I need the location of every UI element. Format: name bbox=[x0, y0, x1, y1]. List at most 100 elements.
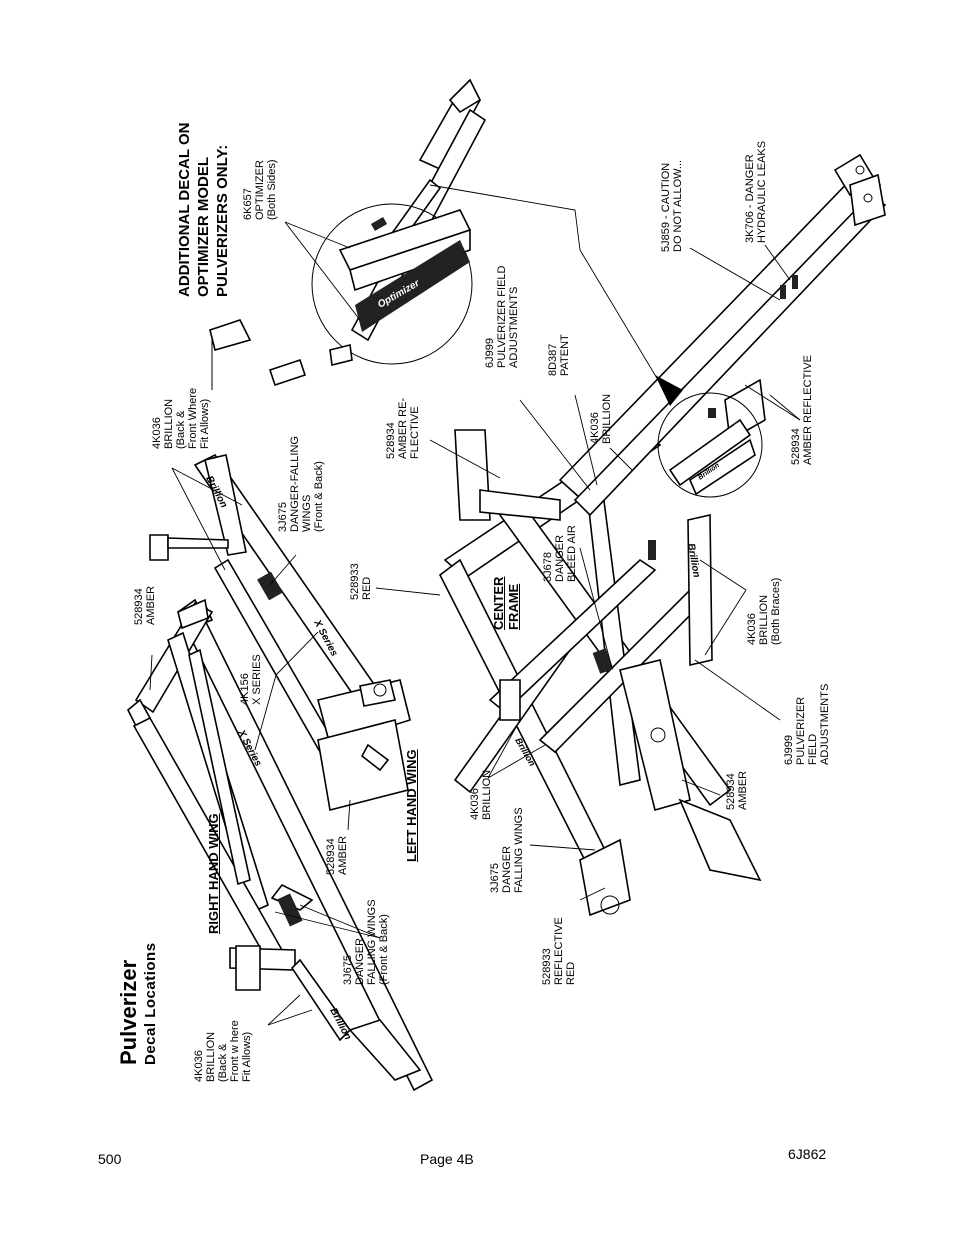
callout-line: WINGS bbox=[301, 494, 313, 532]
center-frame: Brillion Brillion bbox=[438, 429, 762, 917]
callout-line: ADJUSTMENTS bbox=[819, 683, 831, 765]
callout-line: BRILLION bbox=[601, 393, 613, 444]
callout-line: 528934 bbox=[325, 838, 337, 875]
leader-lines bbox=[149, 221, 801, 1026]
page-title: Pulverizer bbox=[116, 959, 141, 1065]
callout-line: 528934 bbox=[133, 588, 145, 625]
callout-line: 528934 bbox=[385, 422, 397, 459]
callout-line: PATENT bbox=[559, 334, 571, 376]
callout-line: Front Where bbox=[187, 387, 199, 449]
callout-line: 4K036 bbox=[589, 412, 601, 444]
callout-line: (Both Sides) bbox=[266, 159, 278, 220]
callout-line: 3J675 bbox=[342, 955, 354, 985]
callout-line: DANGER bbox=[354, 937, 366, 985]
center-frame-heading: CENTER FRAME bbox=[491, 576, 521, 630]
callout-line: FIELD bbox=[807, 733, 819, 765]
callout-line: 3K706 - DANGER bbox=[744, 154, 756, 243]
tongue-hitch bbox=[558, 153, 887, 517]
callout-line: (Both Braces) bbox=[770, 577, 782, 645]
footer-part-number: 6J862 bbox=[788, 1146, 827, 1162]
callout-line: Fit Allows) bbox=[241, 1031, 253, 1082]
callout-line: 6J999 bbox=[484, 338, 496, 368]
callout-line: REFLECTIVE bbox=[553, 917, 565, 985]
callout-line: X SERIES bbox=[251, 654, 263, 705]
callout-line: BRILLION bbox=[163, 398, 175, 449]
callout-line: 3J675 bbox=[277, 502, 289, 532]
callout-line: RED bbox=[361, 576, 373, 600]
callout-line: 528934 bbox=[790, 428, 802, 465]
callout-line: AMBER RE- bbox=[397, 397, 409, 459]
callout-line: DANGER-FALLING bbox=[289, 436, 301, 532]
optimizer-inset: Optimizer bbox=[209, 203, 473, 390]
callout-line: AMBER bbox=[337, 835, 349, 875]
right-hand-wing-heading: RIGHT HAND WING bbox=[206, 813, 221, 934]
left-hand-wing-heading: LEFT HAND WING bbox=[404, 749, 419, 862]
callout-line: AMBER REFLECTIVE bbox=[802, 354, 814, 465]
callout-line: 4K036 bbox=[746, 613, 758, 645]
callout-line: DANGER bbox=[501, 845, 513, 893]
callout-line: 3J678 bbox=[542, 552, 554, 582]
callout-line: 8D387 bbox=[547, 343, 559, 376]
callout-line: (Front & Back) bbox=[313, 461, 325, 532]
callout-line: AMBER bbox=[145, 585, 157, 625]
page-title-block: Pulverizer Decal Locations bbox=[116, 942, 159, 1065]
callout-line: BLEED AIR bbox=[566, 525, 578, 582]
callout-line: 3J675 bbox=[489, 863, 501, 893]
callout-line: 528933 bbox=[349, 563, 361, 600]
callout-line: DO NOT ALLOW... bbox=[672, 159, 684, 252]
callout-line: DANGER bbox=[554, 534, 566, 582]
right-hand-wing-frame: Brillion X Series bbox=[127, 598, 434, 1092]
callout-line: 5J859 - CAUTION bbox=[660, 162, 672, 252]
optimizer-additional-note: ADDITIONAL DECAL ON OPTIMIZER MODEL PULV… bbox=[176, 122, 231, 297]
callout-line: 528934 bbox=[725, 773, 737, 810]
callout-line: 4K036 bbox=[193, 1050, 205, 1082]
callout-line: FLECTIVE bbox=[409, 406, 421, 459]
callout-line: 4K156 bbox=[239, 673, 251, 705]
callout-line: PULVERIZER bbox=[795, 696, 807, 765]
callout-line: Front w here bbox=[229, 1020, 241, 1082]
callout-line: PULVERIZER FIELD bbox=[496, 265, 508, 369]
callout-line: 6K657 bbox=[242, 188, 254, 220]
footer-left: 500 bbox=[98, 1151, 122, 1167]
callout-line: HYDRAULIC LEAKS bbox=[756, 140, 768, 243]
callout-line: BRILLION bbox=[758, 594, 770, 645]
left-hand-wing-frame: Brillion X Series bbox=[149, 453, 411, 811]
callout-line: AMBER bbox=[737, 770, 749, 810]
page-subtitle: Decal Locations bbox=[142, 942, 159, 1065]
callout-line: FALLING WINGS bbox=[513, 807, 525, 893]
callout-line: 6J999 bbox=[783, 735, 795, 765]
inset-pointer-arrow bbox=[429, 184, 683, 406]
callout-line: (Back & bbox=[217, 1043, 229, 1082]
callout-line: FALLING WINGS bbox=[366, 899, 378, 985]
tongue-inset: Brillion bbox=[657, 392, 763, 498]
callout-line: BRILLION bbox=[205, 1031, 217, 1082]
footer-page-number: Page 4B bbox=[420, 1151, 474, 1167]
callout-line: 4K036 bbox=[469, 788, 481, 820]
callout-line: 4K036 bbox=[151, 417, 163, 449]
callout-line: (Back & bbox=[175, 410, 187, 449]
callout-line: ADJUSTMENTS bbox=[508, 286, 520, 368]
callout-line: (Front & Back) bbox=[378, 914, 390, 985]
